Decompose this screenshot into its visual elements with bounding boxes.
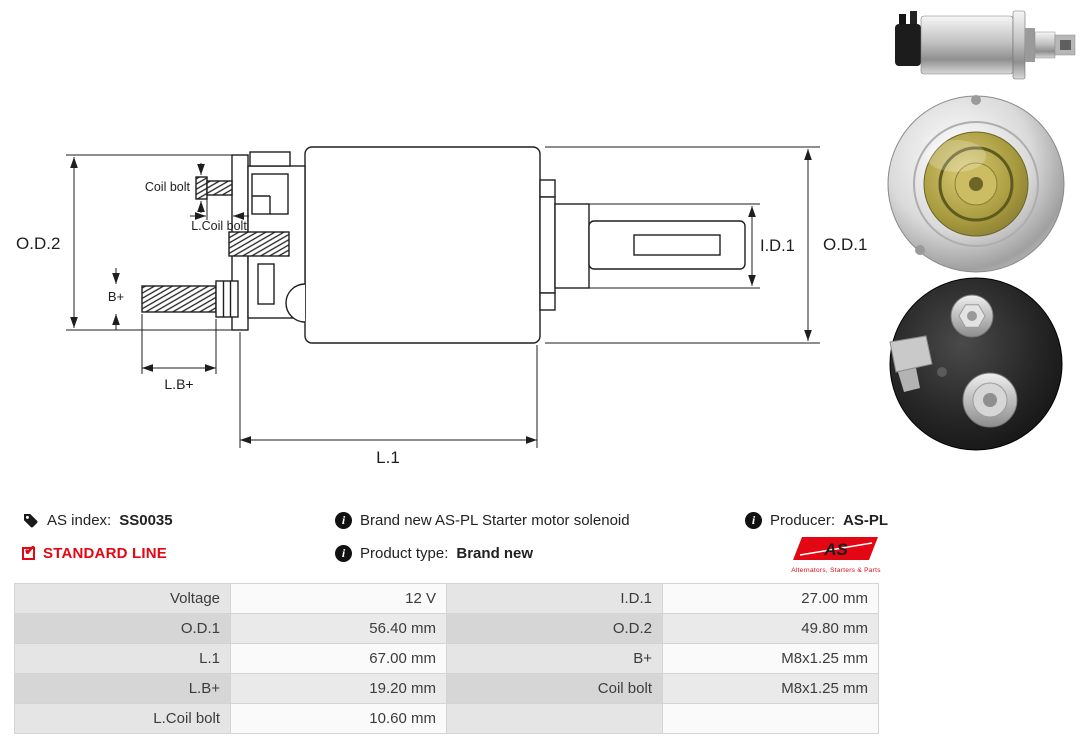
description-item: Brand new AS-PL Starter motor solenoid: [335, 509, 630, 531]
logo-text: AS: [823, 540, 848, 559]
spec-table: Voltage 12 V I.D.1 27.00 mm O.D.1 56.40 …: [14, 583, 879, 734]
spec-value: 12 V: [230, 583, 447, 614]
spec-label: L.B+: [14, 673, 231, 704]
info-icon: [745, 511, 762, 529]
spec-label: O.D.2: [446, 613, 663, 644]
spec-label: Coil bolt: [446, 673, 663, 704]
producer-item: Producer: AS-PL: [745, 509, 888, 531]
solenoid-housing-outline: [304, 146, 541, 344]
product-photo-front: [887, 95, 1065, 273]
od2-label: O.D.2: [16, 234, 60, 253]
spec-label: [446, 703, 663, 734]
spec-label: I.D.1: [446, 583, 663, 614]
product-photo-rear: [889, 277, 1063, 451]
as-index-value: SS0035: [119, 511, 173, 529]
table-row: L.B+ 19.20 mm Coil bolt M8x1.25 mm: [14, 673, 879, 704]
product-type-label: Product type:: [360, 544, 449, 562]
product-photo-side: [895, 10, 1076, 80]
logo-caption: Alternators, Starters & Parts: [791, 567, 881, 574]
b-plus-label: B+: [108, 289, 124, 304]
spec-value: M8x1.25 mm: [662, 643, 879, 674]
spec-label: B+: [446, 643, 663, 674]
as-index-label: AS index:: [47, 511, 112, 529]
producer-label: Producer:: [770, 511, 836, 529]
standard-line-item: STANDARD LINE: [22, 542, 167, 564]
standard-line-label: STANDARD LINE: [43, 544, 167, 562]
table-row: L.Coil bolt 10.60 mm: [14, 703, 879, 734]
as-index-item: AS index: SS0035: [22, 509, 173, 531]
aspl-logo-mark: AS: [793, 537, 878, 560]
coil-bolt-label: Coil bolt: [145, 180, 191, 194]
tag-icon: [24, 513, 38, 527]
info-icon: [335, 544, 352, 562]
checkbox-checked-icon: [22, 542, 36, 560]
spec-label: Voltage: [14, 583, 231, 614]
id1-label: I.D.1: [760, 237, 795, 255]
table-row: O.D.1 56.40 mm O.D.2 49.80 mm: [14, 613, 879, 644]
spec-value: [662, 703, 879, 734]
product-type-item: Product type: Brand new: [335, 542, 533, 564]
spec-value: 27.00 mm: [662, 583, 879, 614]
spec-label: L.1: [14, 643, 231, 674]
spec-label: O.D.1: [14, 613, 231, 644]
info-icon: [335, 511, 352, 529]
spec-value: 49.80 mm: [662, 613, 879, 644]
table-row: L.1 67.00 mm B+ M8x1.25 mm: [14, 643, 879, 674]
spec-label: L.Coil bolt: [14, 703, 231, 734]
od1-label: O.D.1: [823, 235, 867, 254]
spec-value: 10.60 mm: [230, 703, 447, 734]
spec-value: 56.40 mm: [230, 613, 447, 644]
table-row: Voltage 12 V I.D.1 27.00 mm: [14, 583, 879, 614]
producer-value: AS-PL: [843, 511, 889, 529]
l-b-plus-label: L.B+: [164, 376, 193, 392]
aspl-logo: AS Alternators, Starters & Parts: [791, 536, 881, 574]
spec-value: M8x1.25 mm: [662, 673, 879, 704]
spec-value: 67.00 mm: [230, 643, 447, 674]
l-coil-bolt-label: L.Coil bolt: [191, 219, 247, 233]
product-type-value: Brand new: [456, 544, 534, 562]
spec-value: 19.20 mm: [230, 673, 447, 704]
l1-label: L.1: [376, 448, 400, 467]
technical-drawing: O.D.2 O.D.1 I.D.1 L.1 Coil bolt L.Coil b…: [16, 146, 867, 467]
description-text: Brand new AS-PL Starter motor solenoid: [360, 511, 630, 529]
